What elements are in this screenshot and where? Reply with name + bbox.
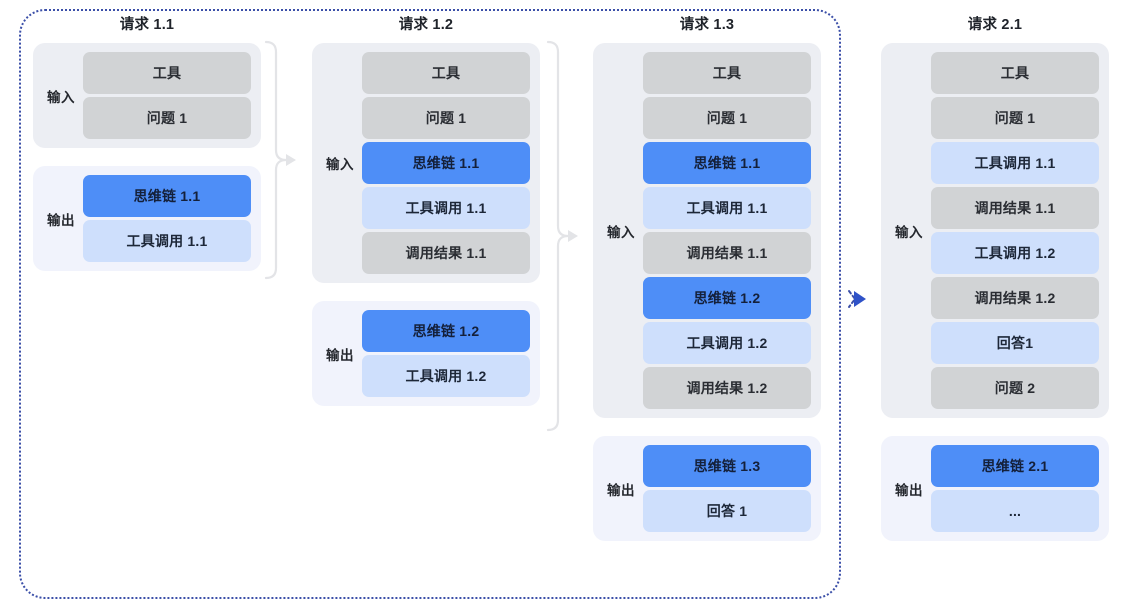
message-chip[interactable]: 思维链 2.1 [931, 445, 1099, 487]
input-label: 输入 [326, 157, 354, 172]
message-chip[interactable]: 问题 1 [362, 97, 530, 139]
column-title: 请求 1.2 [398, 17, 454, 33]
message-chip[interactable]: 思维链 1.1 [643, 142, 811, 184]
message-chip[interactable]: 工具 [83, 52, 251, 94]
output-item-list: 思维链 2.1... [931, 445, 1099, 532]
column-title: 请求 1.3 [679, 17, 735, 33]
message-chip[interactable]: 工具调用 1.1 [83, 220, 251, 262]
message-chip[interactable]: 调用结果 1.2 [643, 367, 811, 409]
message-chip[interactable]: 工具 [362, 52, 530, 94]
input-label: 输入 [895, 224, 923, 240]
output-label: 输出 [326, 347, 354, 363]
output-label: 输出 [607, 482, 635, 498]
output-group: 输出思维链 2.1... [881, 436, 1109, 541]
message-chip[interactable]: 调用结果 1.1 [362, 232, 530, 274]
message-chip[interactable]: 工具 [931, 52, 1099, 94]
message-chip[interactable]: 问题 1 [931, 97, 1099, 139]
message-chip[interactable]: 思维链 1.1 [83, 175, 251, 217]
message-chip[interactable]: 工具调用 1.2 [643, 322, 811, 364]
message-chip[interactable]: 工具调用 1.2 [931, 232, 1099, 274]
message-chip[interactable]: 问题 2 [931, 367, 1099, 409]
input-label: 输入 [607, 224, 635, 240]
message-chip[interactable]: 工具 [643, 52, 811, 94]
message-chip[interactable]: 调用结果 1.1 [931, 187, 1099, 229]
message-chip[interactable]: 回答1 [931, 322, 1099, 364]
input-group: 输入工具问题 1 [33, 43, 261, 148]
message-chip[interactable]: 思维链 1.1 [362, 142, 530, 184]
message-chip[interactable]: 思维链 1.2 [643, 277, 811, 319]
output-label: 输出 [895, 482, 923, 498]
input-label: 输入 [47, 89, 75, 105]
input-item-list: 工具问题 1 [83, 52, 251, 139]
message-chip[interactable]: 思维链 1.3 [643, 445, 811, 487]
message-chip[interactable]: 工具调用 1.1 [362, 187, 530, 229]
bracket-connector-2-to-3 [546, 40, 578, 432]
column-title: 请求 1.1 [119, 17, 175, 33]
loop-arrow-head-icon [848, 290, 866, 308]
message-chip[interactable]: 工具调用 1.2 [362, 355, 530, 397]
message-chip[interactable]: 调用结果 1.1 [643, 232, 811, 274]
message-chip[interactable]: 问题 1 [643, 97, 811, 139]
message-chip[interactable]: 思维链 1.2 [362, 310, 530, 352]
message-chip[interactable]: ... [931, 490, 1099, 532]
column-title: 请求 2.1 [967, 17, 1023, 33]
message-chip[interactable]: 问题 1 [83, 97, 251, 139]
message-chip[interactable]: 工具调用 1.1 [643, 187, 811, 229]
message-chip[interactable]: 工具调用 1.1 [931, 142, 1099, 184]
output-label: 输出 [47, 212, 75, 228]
message-chip[interactable]: 回答 1 [643, 490, 811, 532]
bracket-connector-1-to-2 [264, 40, 296, 280]
message-chip[interactable]: 调用结果 1.2 [931, 277, 1099, 319]
